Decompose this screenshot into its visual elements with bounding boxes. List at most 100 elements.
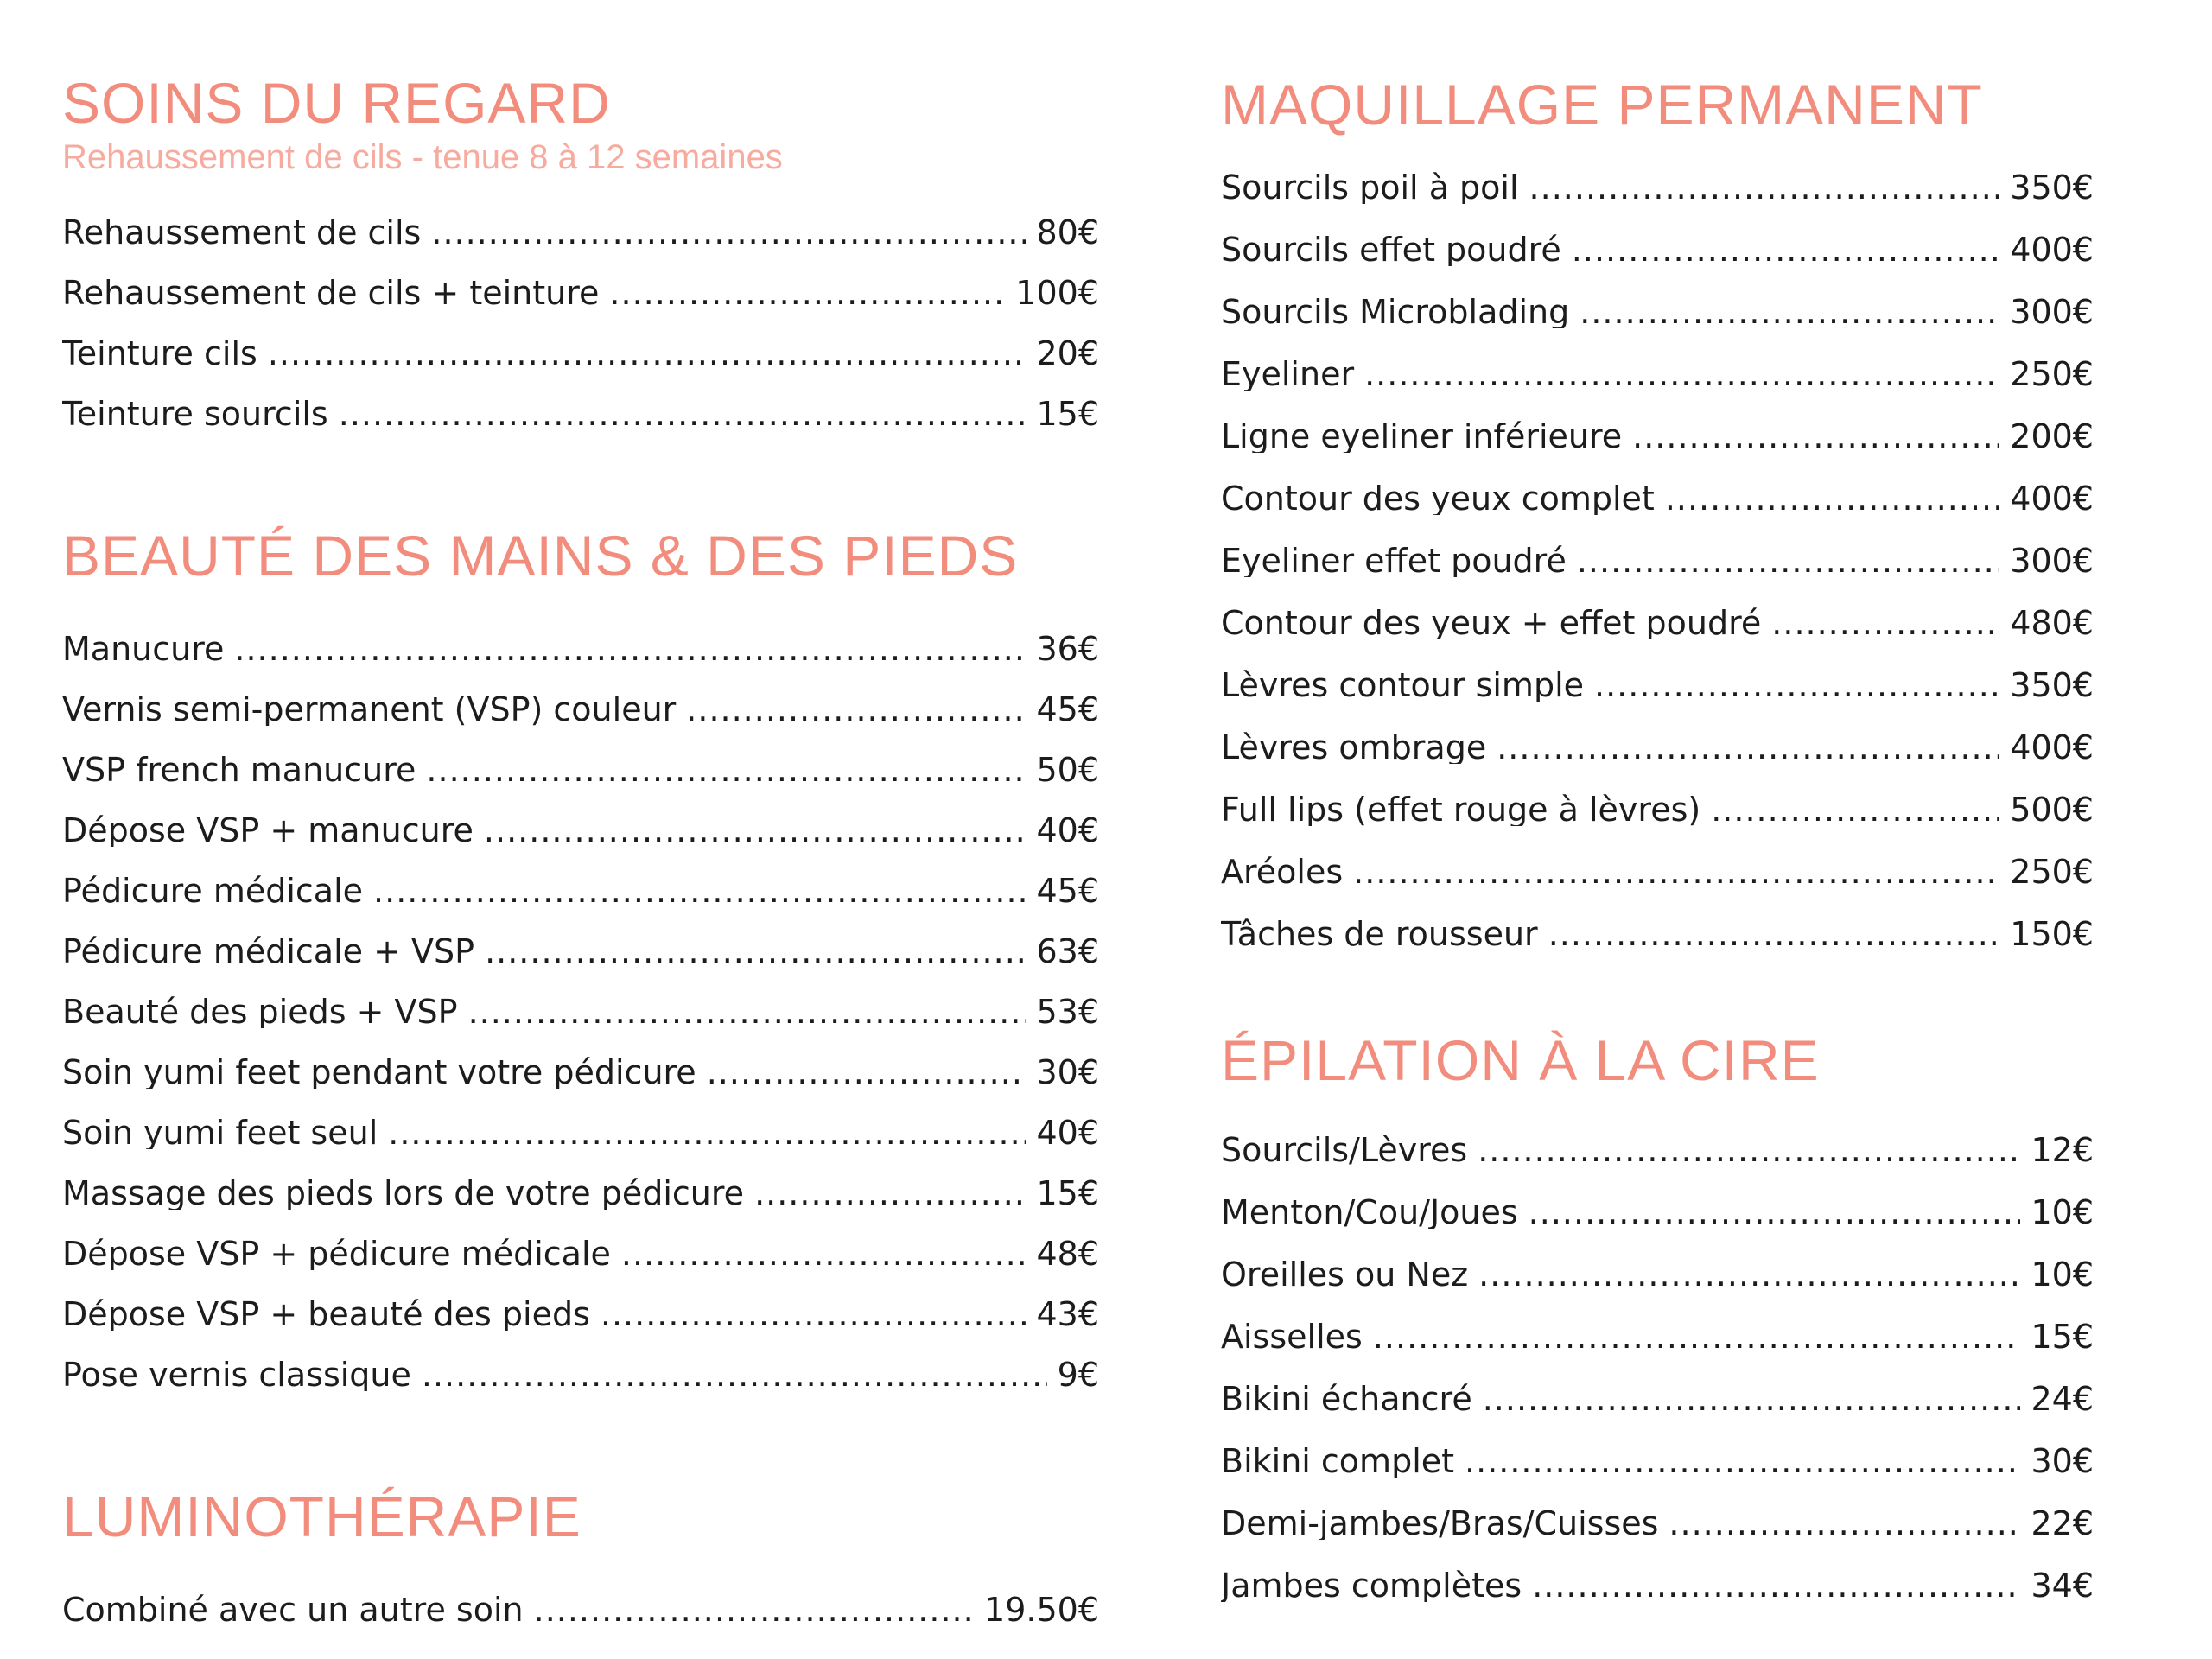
item-name: Soin yumi feet pendant votre pédicure: [62, 1056, 696, 1089]
item-price: 400€: [2010, 482, 2094, 515]
dot-leader: [339, 397, 1027, 430]
section-maquillage-permanent: MAQUILLAGE PERMANENT: [1221, 76, 2094, 133]
price-list-item: Bikini échancré 24€: [1221, 1382, 2094, 1415]
price-list-item: Eyeliner effet poudré300€: [1221, 544, 2094, 577]
section-luminotherapie: LUMINOTHÉRAPIE: [62, 1488, 1099, 1545]
item-name: Lèvres contour simple: [1221, 669, 1585, 702]
price-list-item: Bikini complet30€: [1221, 1445, 2094, 1478]
item-name: Menton/Cou/Joues: [1221, 1196, 1518, 1229]
item-name: Lèvres ombrage: [1221, 731, 1487, 764]
item-name: Rehaussement de cils + teinture: [62, 276, 600, 309]
price-list-item: Soin yumi feet pendant votre pédicure30€: [62, 1056, 1099, 1089]
section-title: SOINS DU REGARD: [62, 71, 611, 135]
item-price: 500€: [2010, 793, 2094, 826]
section-title: MAQUILLAGE PERMANENT: [1221, 73, 1983, 137]
dot-leader: [1669, 1507, 2020, 1540]
section-title: ÉPILATION À LA CIRE: [1221, 1028, 1820, 1092]
item-name: Bikini échancré: [1221, 1382, 1472, 1415]
item-name: Teinture cils: [62, 337, 257, 370]
item-name: VSP french manucure: [62, 753, 416, 786]
dot-leader: [484, 814, 1027, 847]
price-list-item: Sourcils effet poudré400€: [1221, 233, 2094, 266]
price-list-item: Dépose VSP + beauté des pieds 43€: [62, 1298, 1099, 1331]
price-list-item: Rehaussement de cils + teinture 100€: [62, 276, 1099, 309]
price-list-item: Combiné avec un autre soin19.50€: [62, 1593, 1099, 1626]
price-list-item: Full lips (effet rouge à lèvres)500€: [1221, 793, 2094, 826]
item-name: Sourcils/Lèvres: [1221, 1134, 1468, 1166]
dot-leader: [373, 874, 1026, 907]
item-name: Bikini complet: [1221, 1445, 1455, 1478]
price-list-item: Teinture sourcils15€: [62, 397, 1099, 430]
price-list-item: Sourcils/Lèvres12€: [1221, 1134, 2094, 1166]
section-epilation-cire: ÉPILATION À LA CIRE: [1221, 1032, 2094, 1089]
item-price: 10€: [2031, 1258, 2094, 1291]
item-name: Sourcils poil à poil: [1221, 171, 1519, 204]
item-price: 50€: [1036, 753, 1099, 786]
item-price: 15€: [1036, 397, 1099, 430]
item-name: Jambes complètes: [1221, 1569, 1522, 1602]
item-price: 480€: [2010, 607, 2094, 639]
dot-leader: [426, 753, 1026, 786]
item-name: Beauté des pieds + VSP: [62, 995, 458, 1028]
item-name: Dépose VSP + beauté des pieds: [62, 1298, 590, 1331]
price-list-item: VSP french manucure 50€: [62, 753, 1099, 786]
price-list-item: Contour des yeux + effet poudré 480€: [1221, 607, 2094, 639]
item-name: Eyeliner effet poudré: [1221, 544, 1567, 577]
item-price: 45€: [1036, 693, 1099, 726]
dot-leader: [754, 1177, 1026, 1210]
item-price: 300€: [2010, 296, 2094, 328]
item-name: Manucure: [62, 632, 225, 665]
price-list-item: Oreilles ou Nez10€: [1221, 1258, 2094, 1291]
price-list-item: Tâches de rousseur150€: [1221, 918, 2094, 950]
item-name: Sourcils Microblading: [1221, 296, 1570, 328]
price-list-item: Aisselles15€: [1221, 1320, 2094, 1353]
price-list-item: Pose vernis classique9€: [62, 1358, 1099, 1391]
price-list-item: Pédicure médicale45€: [62, 874, 1099, 907]
price-list-item: Vernis semi-permanent (VSP) couleur45€: [62, 693, 1099, 726]
dot-leader: [601, 1298, 1027, 1331]
item-price: 400€: [2010, 731, 2094, 764]
dot-leader: [621, 1237, 1027, 1270]
item-name: Pédicure médicale + VSP: [62, 935, 475, 968]
item-name: Combiné avec un autre soin: [62, 1593, 524, 1626]
item-price: 250€: [2010, 358, 2094, 391]
item-price: 20€: [1036, 337, 1099, 370]
price-list-item: Aréoles250€: [1221, 855, 2094, 888]
item-price: 43€: [1036, 1298, 1099, 1331]
dot-leader: [1594, 669, 1999, 702]
dot-leader: [1532, 1569, 2020, 1602]
dot-leader: [388, 1116, 1026, 1149]
item-price: 40€: [1036, 1116, 1099, 1149]
item-price: 24€: [2031, 1382, 2094, 1415]
item-name: Demi-jambes/Bras/Cuisses: [1221, 1507, 1659, 1540]
dot-leader: [1572, 233, 1999, 266]
price-list-item: Manucure36€: [62, 632, 1099, 665]
dot-leader: [1478, 1258, 2020, 1291]
item-price: 48€: [1036, 1237, 1099, 1270]
dot-leader: [431, 216, 1026, 249]
dot-leader: [1373, 1320, 2021, 1353]
item-price: 45€: [1036, 874, 1099, 907]
item-price: 34€: [2031, 1569, 2094, 1602]
dot-leader: [1580, 296, 1999, 328]
item-price: 15€: [2031, 1320, 2094, 1353]
item-name: Tâches de rousseur: [1221, 918, 1538, 950]
price-list-item: Massage des pieds lors de votre pédicure…: [62, 1177, 1099, 1210]
dot-leader: [1711, 793, 1999, 826]
section-title: LUMINOTHÉRAPIE: [62, 1484, 582, 1548]
price-list-item: Soin yumi feet seul40€: [62, 1116, 1099, 1149]
dot-leader: [468, 995, 1027, 1028]
item-name: Massage des pieds lors de votre pédicure: [62, 1177, 745, 1210]
dot-leader: [1478, 1134, 2020, 1166]
price-list-item: Eyeliner250€: [1221, 358, 2094, 391]
item-name: Contour des yeux + effet poudré: [1221, 607, 1762, 639]
item-name: Aréoles: [1221, 855, 1344, 888]
price-list-item: Pédicure médicale + VSP63€: [62, 935, 1099, 968]
dot-leader: [1632, 420, 1999, 453]
item-price: 80€: [1036, 216, 1099, 249]
item-price: 15€: [1036, 1177, 1099, 1210]
dot-leader: [707, 1056, 1027, 1089]
dot-leader: [1529, 1196, 2021, 1229]
price-list-item: Dépose VSP + pédicure médicale48€: [62, 1237, 1099, 1270]
item-price: 100€: [1015, 276, 1099, 309]
